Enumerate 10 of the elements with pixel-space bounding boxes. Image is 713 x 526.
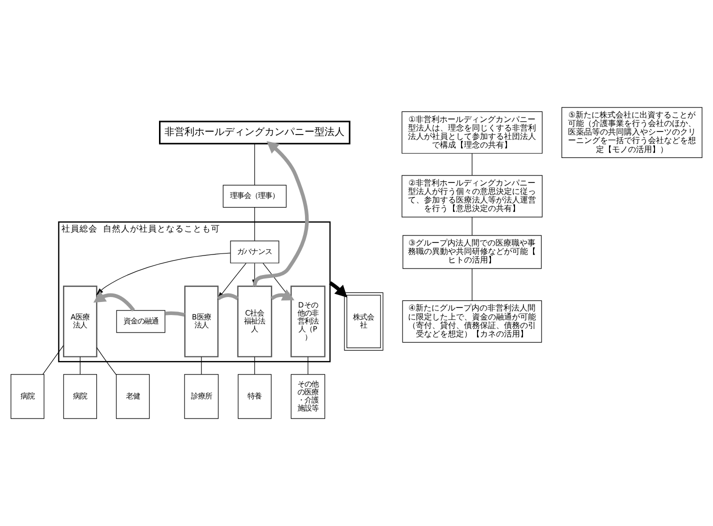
- connector: [254, 207, 255, 242]
- connector: [42, 345, 64, 375]
- connector: [96, 347, 116, 375]
- connector: [254, 356, 255, 375]
- connector: [254, 143, 255, 186]
- node-box: 非営利ホールディングカンパニー型法人: [159, 120, 350, 144]
- connector: [201, 356, 202, 375]
- arrow: [328, 281, 348, 298]
- arrow: [93, 290, 135, 312]
- connector: [165, 311, 186, 317]
